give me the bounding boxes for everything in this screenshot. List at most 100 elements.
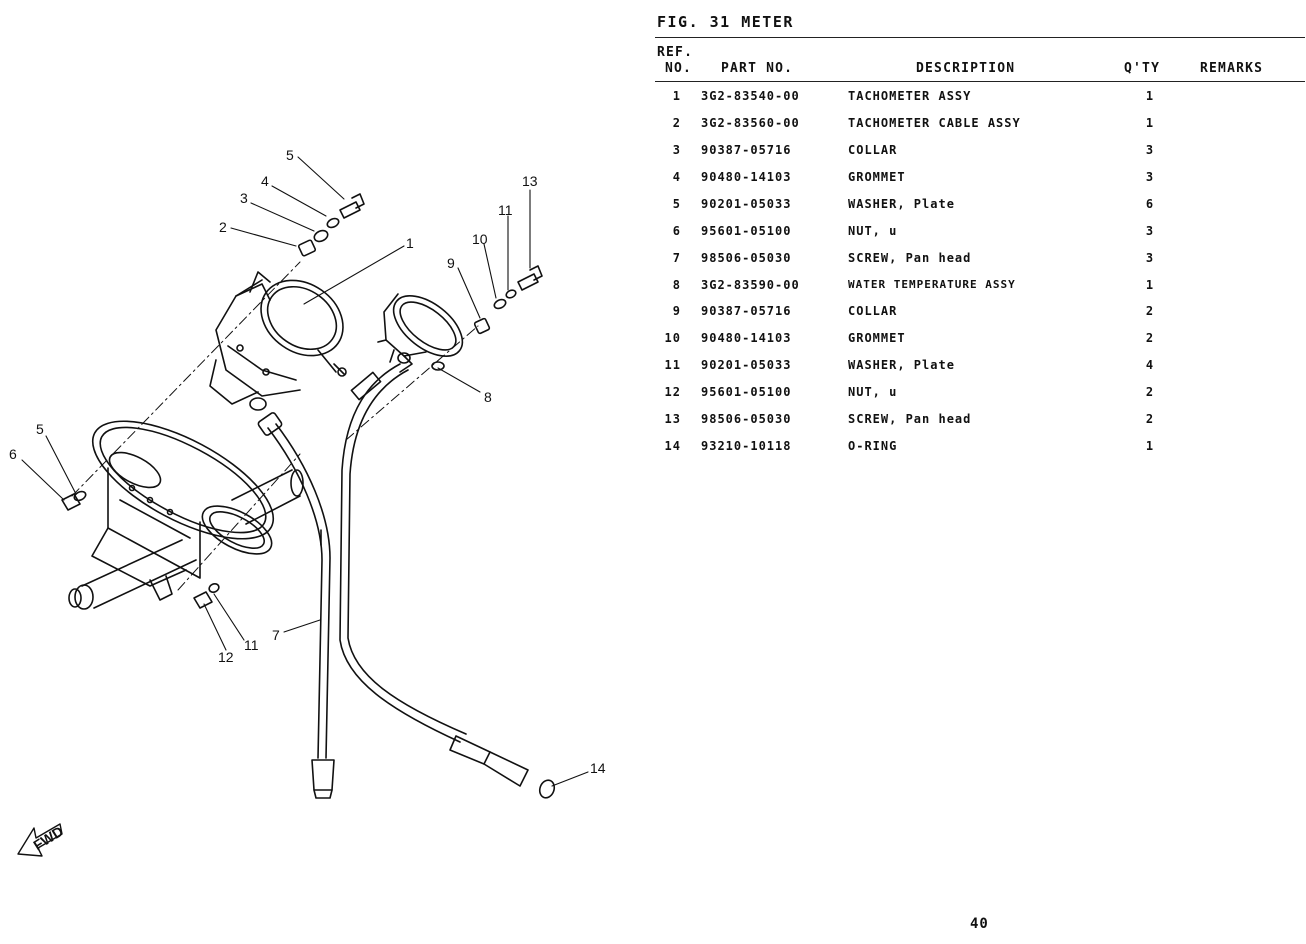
description: TACHOMETER CABLE ASSY: [848, 116, 1021, 130]
quantity: 4: [1145, 358, 1155, 372]
part-no: 98506-05030: [701, 251, 792, 265]
quantity: 2: [1145, 385, 1155, 399]
part-no: 95601-05100: [701, 385, 792, 399]
fwd-arrow-icon: [17, 823, 63, 857]
callout-9: 9: [447, 255, 455, 271]
table-row: 5 90201-05033 WASHER, Plate 6: [655, 197, 1305, 217]
quantity: 3: [1145, 251, 1155, 265]
description: WASHER, Plate: [848, 358, 955, 372]
part-no: 3G2-83590-00: [701, 278, 800, 292]
callout-3: 2: [219, 219, 227, 235]
quantity: 3: [1145, 170, 1155, 184]
ref-no: 3: [672, 143, 681, 157]
quantity: 2: [1145, 412, 1155, 426]
callout-labels: 5 4 3 2 1 9 10 11 13 8 5 6 7 11 12 14: [9, 147, 606, 776]
description: WASHER, Plate: [848, 197, 955, 211]
callout-8: 8: [484, 389, 492, 405]
part-no: 3G2-83560-00: [701, 116, 800, 130]
table-row: 6 95601-05100 NUT, u 3: [655, 224, 1305, 244]
description: SCREW, Pan head: [848, 412, 972, 426]
ref-no: 9: [672, 304, 681, 318]
ref-no: 2: [672, 116, 681, 130]
part-no: 95601-05100: [701, 224, 792, 238]
part-no: 90480-14103: [701, 331, 792, 345]
table-row: 7 98506-05030 SCREW, Pan head 3: [655, 251, 1305, 271]
figure-title: FIG. 31 METER: [657, 13, 794, 31]
description: GROMMET: [848, 331, 906, 345]
quantity: 3: [1145, 224, 1155, 238]
table-row: 10 90480-14103 GROMMET 2: [655, 331, 1305, 351]
quantity: 1: [1145, 278, 1155, 292]
callout-14: 14: [590, 760, 606, 776]
callout-5b: 5: [36, 421, 44, 437]
water-temperature-assy: [377, 293, 464, 373]
table-row: 14 93210-10118 O-RING 1: [655, 439, 1305, 459]
table-row: 1 3G2-83540-00 TACHOMETER ASSY 1: [655, 89, 1305, 109]
part-no: 90201-05033: [701, 197, 792, 211]
table-row: 9 90387-05716 COLLAR 2: [655, 304, 1305, 324]
header-description: DESCRIPTION: [916, 61, 1016, 76]
handlebar: [68, 469, 304, 610]
ref-no: 4: [672, 170, 681, 184]
table-row: 4 90480-14103 GROMMET 3: [655, 170, 1305, 190]
table-row: 3 90387-05716 COLLAR 3: [655, 143, 1305, 163]
part-no: 90387-05716: [701, 304, 792, 318]
part-no: 3G2-83540-00: [701, 89, 800, 103]
console-panel: [91, 420, 275, 587]
tachometer-cable: [257, 412, 335, 799]
header-ref-line1: REF.: [657, 45, 694, 60]
description: TACHOMETER ASSY: [848, 89, 972, 103]
quantity: 2: [1145, 331, 1155, 345]
quantity: 2: [1145, 304, 1155, 318]
ref-no: 10: [664, 331, 681, 345]
description: WATER TEMPERATURE ASSY: [848, 278, 1016, 291]
quantity: 1: [1145, 116, 1155, 130]
ref-no: 12: [664, 385, 681, 399]
quantity: 1: [1145, 439, 1155, 453]
callout-11b: 11: [244, 637, 259, 653]
callout-13: 13: [522, 173, 538, 189]
quantity: 6: [1145, 197, 1155, 211]
description: GROMMET: [848, 170, 906, 184]
part-no: 93210-10118: [701, 439, 792, 453]
table-row: 12 95601-05100 NUT, u 2: [655, 385, 1305, 405]
ref-no: 14: [664, 439, 681, 453]
callout-10: 10: [472, 231, 488, 247]
callout-11a: 11: [498, 202, 513, 218]
part-no: 90480-14103: [701, 170, 792, 184]
description: COLLAR: [848, 143, 898, 157]
header-top-rule: [655, 37, 1305, 38]
hardware-small-parts: [61, 193, 556, 799]
sensor-wire: [339, 363, 529, 787]
ref-no: 1: [672, 89, 681, 103]
table-row: 8 3G2-83590-00 WATER TEMPERATURE ASSY 1: [655, 278, 1305, 298]
callout-7: 5: [286, 147, 294, 163]
ref-no: 7: [672, 251, 681, 265]
exploded-parts-diagram: 5 4 3 2 1 9 10 11 13 8 5 6 7 11 12 14 FW…: [9, 147, 606, 857]
ref-no: 8: [672, 278, 681, 292]
quantity: 3: [1145, 143, 1155, 157]
description: SCREW, Pan head: [848, 251, 972, 265]
ref-no: 5: [672, 197, 681, 211]
ref-no: 11: [664, 358, 681, 372]
header-qty: Q'TY: [1124, 61, 1161, 76]
header-part-no: PART NO.: [721, 61, 794, 76]
callout-6: 6: [9, 446, 17, 462]
ref-no: 13: [664, 412, 681, 426]
description: NUT, u: [848, 385, 898, 399]
callout-12: 12: [218, 649, 234, 665]
part-no: 98506-05030: [701, 412, 792, 426]
description: NUT, u: [848, 224, 898, 238]
page-number: 40: [970, 916, 989, 932]
table-row: 11 90201-05033 WASHER, Plate 4: [655, 358, 1305, 378]
description: O-RING: [848, 439, 898, 453]
table-row: 2 3G2-83560-00 TACHOMETER CABLE ASSY 1: [655, 116, 1305, 136]
table-row: 13 98506-05030 SCREW, Pan head 2: [655, 412, 1305, 432]
header-bottom-rule: [655, 81, 1305, 82]
quantity: 1: [1145, 89, 1155, 103]
ref-no: 6: [672, 224, 681, 238]
header-ref-line2: NO.: [665, 61, 693, 76]
part-no: 90387-05716: [701, 143, 792, 157]
callout-5a: 4: [261, 173, 269, 189]
description: COLLAR: [848, 304, 898, 318]
